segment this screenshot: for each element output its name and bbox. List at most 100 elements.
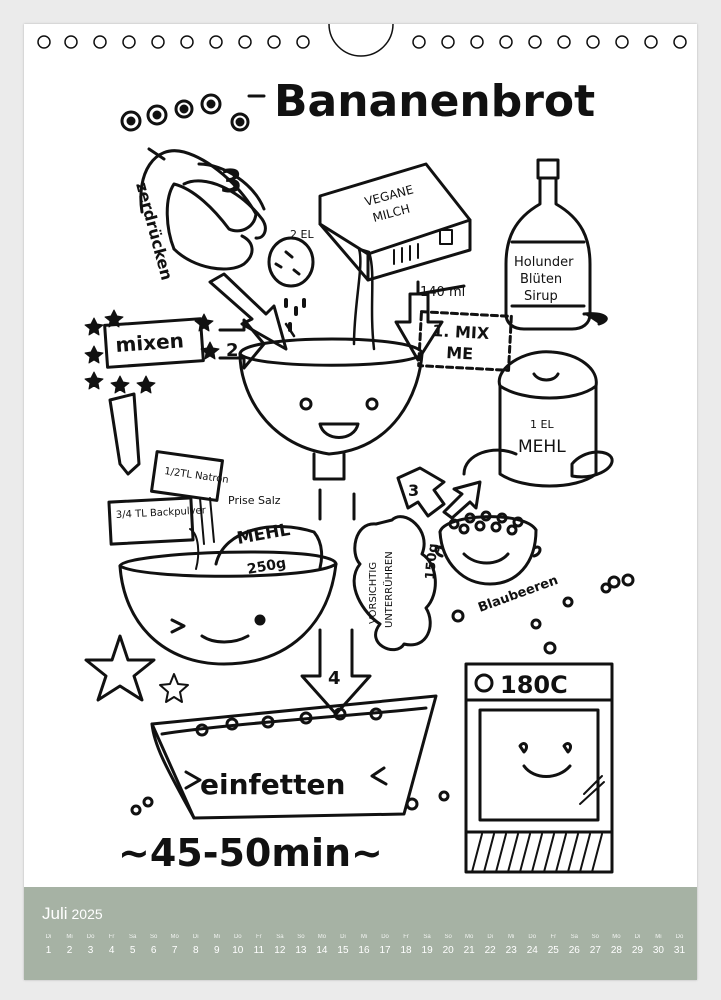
binding-holes bbox=[37, 24, 687, 57]
weekday-abbr: Mo bbox=[170, 934, 179, 940]
weekday-abbr: So bbox=[150, 934, 158, 940]
calendar-day: Do 24 bbox=[522, 931, 543, 967]
weekday-abbr: Mo bbox=[317, 934, 327, 940]
oven-icon bbox=[464, 662, 614, 874]
weekday-abbr: Mi bbox=[508, 934, 515, 940]
baking-powder-label: 3/4 TL Backpulver bbox=[116, 505, 207, 521]
day-number: 24 bbox=[526, 945, 538, 956]
stars-decoration-icon bbox=[84, 309, 220, 394]
weekday-abbr: Di bbox=[487, 934, 494, 940]
day-number: 9 bbox=[213, 945, 220, 956]
mix-me-label-line-1: 1. MIX bbox=[432, 321, 491, 343]
blueberry-bowl-icon bbox=[434, 510, 635, 655]
fold-instruction-line-2: UNTERRÜHREN bbox=[382, 551, 395, 628]
lemon-icon bbox=[267, 236, 315, 332]
weekday-abbr: So bbox=[444, 934, 452, 940]
day-number: 12 bbox=[274, 945, 286, 956]
salt-label: Prise Salz bbox=[228, 494, 281, 507]
day-number: 21 bbox=[463, 945, 475, 956]
weekday-abbr: Do bbox=[233, 934, 242, 940]
natron-label: 1/2TL Natron bbox=[164, 466, 230, 486]
weekday-abbr: Fr bbox=[550, 934, 557, 940]
mixing-bowl-icon bbox=[238, 247, 424, 481]
weekday-abbr: Fr bbox=[108, 934, 115, 940]
mixen-label: mixen bbox=[115, 328, 185, 357]
mix-me-label-box bbox=[417, 310, 513, 372]
calendar-day: So 6 bbox=[143, 931, 164, 967]
calendar-day: So 27 bbox=[585, 931, 606, 967]
pan-label: einfetten bbox=[200, 768, 345, 801]
weekday-abbr: Mi bbox=[655, 934, 662, 940]
day-number: 11 bbox=[253, 945, 265, 956]
milk-to-bowl-arrow-icon bbox=[394, 280, 466, 362]
title-dots-icon bbox=[120, 93, 266, 132]
day-number: 19 bbox=[421, 945, 433, 956]
day-number: 8 bbox=[192, 945, 199, 956]
weekday-abbr: Do bbox=[675, 934, 684, 940]
bowl-down-arrow-icon bbox=[318, 488, 356, 521]
day-number: 27 bbox=[589, 945, 601, 956]
day-number: 5 bbox=[129, 945, 136, 956]
blueberry-amount: 150g bbox=[423, 543, 441, 581]
day-number: 1 bbox=[45, 945, 52, 956]
calendar-day: Mo 7 bbox=[164, 931, 185, 967]
weekday-abbr: Do bbox=[86, 934, 95, 940]
banana-count: 3 bbox=[220, 162, 242, 200]
weekday-abbr: Fr bbox=[255, 934, 262, 940]
milk-amount: 140 ml bbox=[420, 285, 465, 300]
syrup-label-line-1: Holunder bbox=[514, 255, 574, 270]
day-number: 20 bbox=[442, 945, 454, 956]
calendar-day: Fr 11 bbox=[248, 931, 269, 967]
calendar-day: Mi 2 bbox=[59, 931, 80, 967]
weekday-abbr: Do bbox=[381, 934, 389, 940]
flour-jar-icon bbox=[497, 350, 614, 488]
day-number: 14 bbox=[316, 945, 328, 956]
weekday-abbr: Sa bbox=[276, 934, 284, 940]
day-number: 7 bbox=[171, 945, 178, 956]
day-number: 10 bbox=[232, 945, 244, 956]
calendar-day: Di 29 bbox=[627, 931, 648, 967]
day-number: 6 bbox=[150, 945, 157, 956]
calendar-day: Fr 4 bbox=[101, 931, 122, 967]
day-number: 26 bbox=[568, 945, 580, 956]
flour-large-amount: 250g bbox=[246, 555, 287, 578]
calendar-day: Sa 26 bbox=[564, 931, 585, 967]
weekday-abbr: Do bbox=[528, 934, 537, 940]
backpulver-card bbox=[107, 496, 200, 570]
syrup-label-line-3: Sirup bbox=[524, 289, 558, 304]
fold-instruction-line-1: VORSICHTIG bbox=[368, 562, 379, 624]
day-number: 29 bbox=[631, 945, 643, 956]
weekday-abbr: Sa bbox=[570, 934, 578, 940]
weekday-abbr: Mi bbox=[66, 934, 73, 940]
calendar-day: So 20 bbox=[438, 931, 459, 967]
weekday-abbr: So bbox=[591, 934, 600, 940]
weekday-abbr: Fr bbox=[403, 934, 409, 940]
fold-instruction-bubble bbox=[352, 515, 437, 651]
day-number: 3 bbox=[87, 945, 94, 956]
weekday-abbr: Di bbox=[192, 934, 199, 940]
weekday-abbr: Di bbox=[634, 934, 641, 940]
step-2-number: 2 bbox=[226, 340, 239, 361]
calendar-day: Do 10 bbox=[227, 931, 248, 967]
calendar-sheet: Bananenbrot 3 zerdrücken 2 EL VEGANE MIL… bbox=[24, 24, 697, 980]
day-number: 2 bbox=[66, 945, 73, 956]
weekday-abbr: Di bbox=[45, 934, 52, 940]
day-number: 4 bbox=[108, 945, 115, 956]
step-3-number: 3 bbox=[408, 481, 419, 500]
calendar-day: Di 1 bbox=[38, 931, 59, 967]
banana-to-bowl-arrow-icon bbox=[208, 272, 288, 351]
spatula-icon bbox=[108, 392, 141, 476]
